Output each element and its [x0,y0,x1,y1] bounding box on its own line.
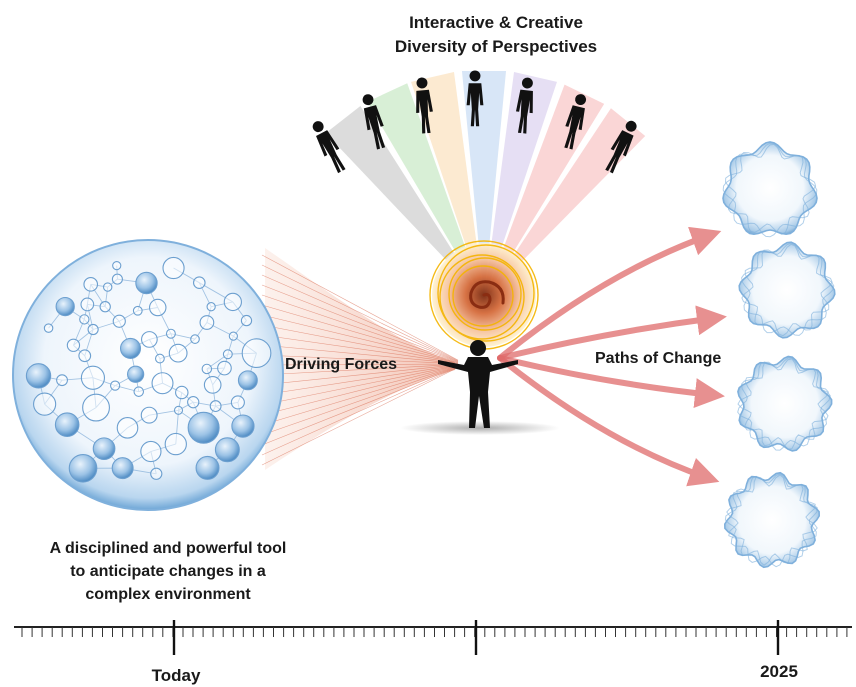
network-node [68,453,98,483]
tool-caption-line2: to anticipate changes in a [70,563,266,580]
path-arrow [497,355,720,487]
network-node [149,298,167,317]
network-node [78,349,92,363]
network-node [119,337,142,359]
network-node [99,301,111,313]
network-node [110,380,121,391]
driving-forces-funnel [261,248,459,470]
network-node [195,455,220,480]
perspectives-title-line1: Interactive & Creative [409,13,583,32]
network-node [223,292,242,312]
network-node [66,338,81,352]
network-node [231,414,255,438]
network-node [82,393,110,422]
network-node [80,297,95,312]
network-node [217,360,232,376]
network-node [240,314,253,327]
network-node [25,363,52,389]
network-node [133,386,145,397]
network-node [140,406,158,424]
network-node [80,365,106,390]
future-scenario-sphere-icon [738,241,836,339]
perspective-beam [325,106,484,301]
network-node [203,376,222,394]
network-node [116,417,139,439]
tool-caption-line3: complex environment [85,586,251,603]
path-arrow [497,226,722,361]
network-node [193,276,206,289]
network-node [111,457,134,480]
network-node [151,372,174,395]
timeline: Today 2025 [14,620,852,685]
network-node [199,315,215,330]
network-node [102,282,113,292]
network-node [241,338,272,369]
network-node [175,385,189,400]
network-node [222,349,233,360]
paths-of-change-label: Paths of Change [595,350,721,367]
network-node [54,412,80,438]
network-node [111,273,123,285]
network-node [126,365,145,383]
timeline-2025-label: 2025 [760,662,798,681]
timeline-today-label: Today [152,666,201,685]
perspective-beam [367,83,484,300]
network-sphere-icon [12,239,284,511]
network-node [87,323,99,336]
network-node [187,411,220,444]
spiral-icon [429,240,539,350]
network-node [201,363,213,375]
network-node [135,271,158,295]
network-node [168,343,188,363]
person-arms-out-icon [400,340,560,435]
path-arrow [497,305,727,361]
network-node [56,374,68,387]
network-node [187,396,200,409]
network-node [112,260,122,271]
perspective-beam [461,71,507,301]
network-node [209,400,222,413]
path-arrow [497,355,725,409]
network-node [43,323,54,333]
network-node [92,437,116,461]
network-node [162,256,185,280]
future-scenarios [722,141,836,569]
paths-of-change-arrows [497,226,727,487]
perspective-beam [484,108,646,300]
network-node [150,467,163,480]
future-scenario-sphere-icon [723,471,821,569]
perspectives-title-line2: Diversity of Perspectives [395,37,597,56]
network-node [140,440,162,463]
network-node [228,331,238,341]
network-node [154,353,165,364]
network-node [112,314,126,328]
network-node [206,302,216,312]
tool-caption-line1: A disciplined and powerful tool [50,540,287,557]
driving-forces-label: Driving Forces [285,356,397,373]
network-node [33,392,57,416]
perspective-beam [484,71,557,300]
network-node [214,437,240,463]
network-node [173,405,184,415]
future-scenario-sphere-icon [737,355,833,452]
network-node [141,331,158,348]
network-node [190,334,200,344]
network-node [132,305,143,316]
network-node [237,370,258,391]
network-node [83,277,99,292]
future-scenario-sphere-icon [722,141,818,238]
network-node [230,395,245,410]
network-node [55,296,75,317]
network-node [165,328,176,339]
network-node [164,432,187,456]
network-node [79,314,90,325]
